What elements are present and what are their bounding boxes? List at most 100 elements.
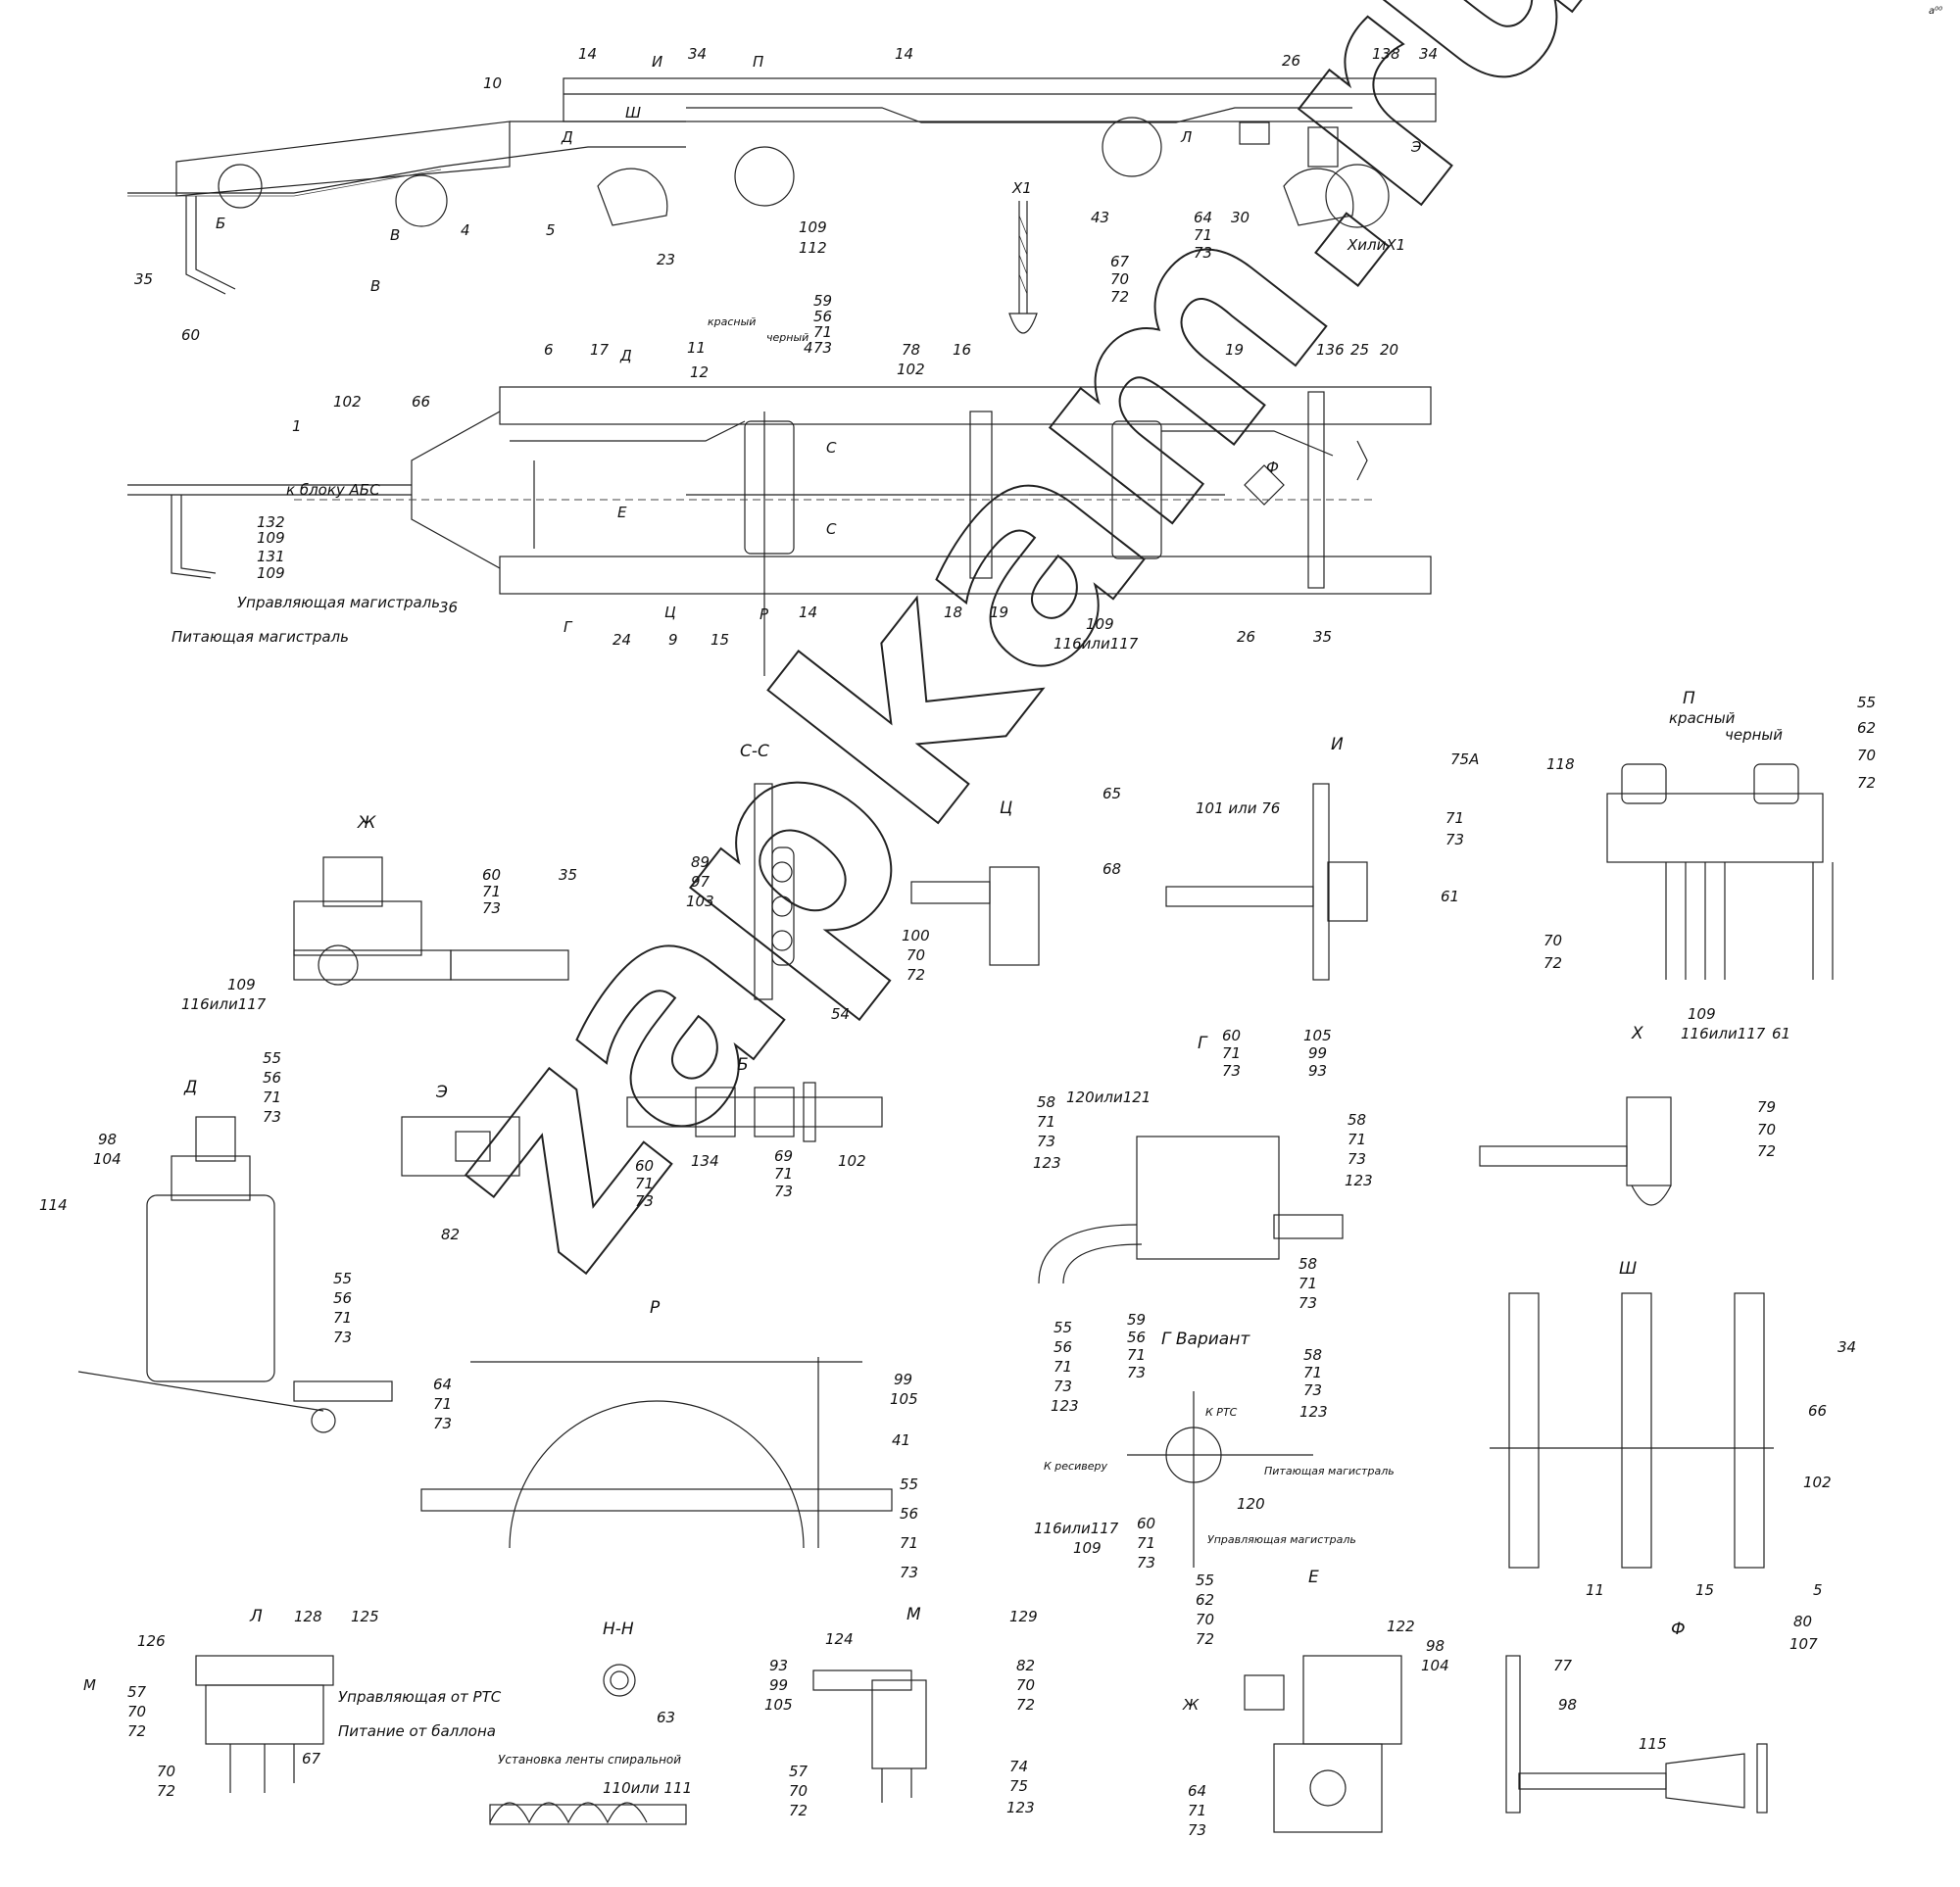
view-zh: Ж 60 71 73 35 109 116или117 xyxy=(181,813,577,1013)
g-123b: 123 xyxy=(1345,1172,1373,1189)
m-72b: 72 xyxy=(789,1802,808,1819)
f-title: Ф xyxy=(1671,1620,1686,1639)
ov-p-19: 19 xyxy=(1225,341,1244,359)
b-73b: 73 xyxy=(774,1183,793,1200)
l-70: 70 xyxy=(127,1703,146,1720)
d-71: 71 xyxy=(263,1089,281,1106)
side-view xyxy=(127,77,1437,334)
gv-73b: 73 xyxy=(1054,1378,1072,1395)
gv-56b: 56 xyxy=(1054,1338,1072,1356)
nn-caption: Установка ленты спиральной xyxy=(498,1753,681,1766)
ov-pl-ts: Ц xyxy=(664,604,676,621)
m-82: 82 xyxy=(1016,1657,1035,1674)
ov-view-i: И xyxy=(652,53,662,71)
ov-p-17: 17 xyxy=(590,341,610,359)
l-57: 57 xyxy=(127,1683,147,1701)
r-41: 41 xyxy=(892,1431,910,1449)
ov-view-b: Б xyxy=(216,215,225,232)
ov-s-138: 138 xyxy=(1372,45,1400,63)
gv-71: 71 xyxy=(1127,1346,1146,1364)
sh-34: 34 xyxy=(1838,1338,1856,1356)
m-105: 105 xyxy=(764,1696,793,1714)
view-nn: Н-Н 63 110или 111 Установка ленты спирал… xyxy=(489,1620,692,1825)
m-57: 57 xyxy=(789,1763,808,1780)
f-107: 107 xyxy=(1789,1635,1818,1653)
zh-60: 60 xyxy=(482,866,501,884)
gv-73c: 73 xyxy=(1303,1381,1322,1399)
ov-p-18: 18 xyxy=(944,604,962,621)
e-82: 82 xyxy=(441,1226,460,1243)
p-72: 72 xyxy=(1857,774,1876,792)
i-71: 71 xyxy=(1446,809,1464,827)
view-r: Р 64 71 73 99 105 41 55 56 71 73 xyxy=(420,1298,918,1581)
ov-p-16: 16 xyxy=(953,341,971,359)
view-g-variant: Г Вариант 59 56 71 73 55 56 71 73 123 58… xyxy=(1034,1311,1395,1572)
r-99: 99 xyxy=(894,1371,912,1388)
gv-120: 120 xyxy=(1237,1495,1265,1513)
m-123: 123 xyxy=(1006,1799,1035,1816)
ov-p-66: 66 xyxy=(412,393,430,411)
p-black: черный xyxy=(1725,726,1783,744)
m-75: 75 xyxy=(1009,1777,1028,1795)
ov-s-72: 72 xyxy=(1110,288,1129,306)
ov-pl-e: Е xyxy=(617,504,627,521)
ov-p-1: 1 xyxy=(292,417,302,435)
d-98: 98 xyxy=(98,1131,117,1148)
ov-s-67: 67 xyxy=(1110,253,1130,270)
ov-wire-red: красный xyxy=(708,315,756,328)
p-70b: 70 xyxy=(1544,932,1562,949)
nn-63: 63 xyxy=(657,1709,675,1726)
i-61: 61 xyxy=(1441,888,1459,905)
m-70b: 70 xyxy=(789,1782,808,1800)
ov-s-14b: 14 xyxy=(895,45,913,63)
h-70: 70 xyxy=(1757,1121,1776,1138)
r-71b: 71 xyxy=(900,1534,918,1552)
h-title: Х xyxy=(1631,1024,1643,1043)
zh-title: Ж xyxy=(357,813,376,833)
ee-64: 64 xyxy=(1188,1782,1206,1800)
ov-p-136: 136 xyxy=(1316,341,1345,359)
ov-s-26: 26 xyxy=(1282,52,1300,70)
ov-p-24: 24 xyxy=(612,631,631,649)
m-70: 70 xyxy=(1016,1676,1035,1694)
ee-title: Е xyxy=(1308,1568,1319,1587)
r-title: Р xyxy=(650,1298,661,1318)
m-title: М xyxy=(906,1605,921,1624)
ss-103: 103 xyxy=(686,893,714,910)
sh-66: 66 xyxy=(1808,1402,1827,1420)
view-m: М 124 129 93 99 105 82 70 72 57 70 72 74… xyxy=(764,1605,1038,1819)
l-m: М xyxy=(83,1676,96,1694)
d-71b: 71 xyxy=(333,1309,352,1327)
ov-s-43: 43 xyxy=(1091,209,1109,226)
ov-view-x1: X1 xyxy=(1011,179,1032,197)
ss-54: 54 xyxy=(831,1005,850,1023)
f-98: 98 xyxy=(1558,1696,1577,1714)
d-114: 114 xyxy=(39,1196,68,1214)
gv-supply: Питающая магистраль xyxy=(1264,1465,1395,1477)
gv-56: 56 xyxy=(1127,1329,1146,1346)
d-56b: 56 xyxy=(333,1289,352,1307)
view-p: П красный черный 55 62 70 72 118 70 72 xyxy=(1544,689,1876,980)
b-60: 60 xyxy=(635,1157,654,1175)
ov-p-26: 26 xyxy=(1237,628,1255,646)
ov-p-78: 78 xyxy=(902,341,920,359)
g-73b: 73 xyxy=(1348,1150,1366,1168)
g-71c: 71 xyxy=(1298,1275,1317,1292)
f-77: 77 xyxy=(1553,1657,1573,1674)
zh-73: 73 xyxy=(482,899,501,917)
view-sh: Ш 34 66 102 11 15 5 xyxy=(1490,1259,1856,1599)
ov-s-34b: 34 xyxy=(1419,45,1438,63)
ov-p-9: 9 xyxy=(668,631,678,649)
ss-97: 97 xyxy=(691,873,710,891)
m-129: 129 xyxy=(1009,1608,1038,1625)
ov-p-131: 131 xyxy=(257,548,285,565)
gv-krts: К РТС xyxy=(1205,1406,1238,1419)
b-73: 73 xyxy=(635,1192,654,1210)
b-102: 102 xyxy=(838,1152,866,1170)
ov-p-14: 14 xyxy=(799,604,817,621)
ov-s-71: 71 xyxy=(1194,226,1212,244)
ov-s-34a: 34 xyxy=(688,45,707,63)
gv-55: 55 xyxy=(1054,1319,1072,1336)
gv-kresiver: К ресиверу xyxy=(1044,1460,1107,1473)
ov-pl-f: Ф xyxy=(1266,459,1279,476)
